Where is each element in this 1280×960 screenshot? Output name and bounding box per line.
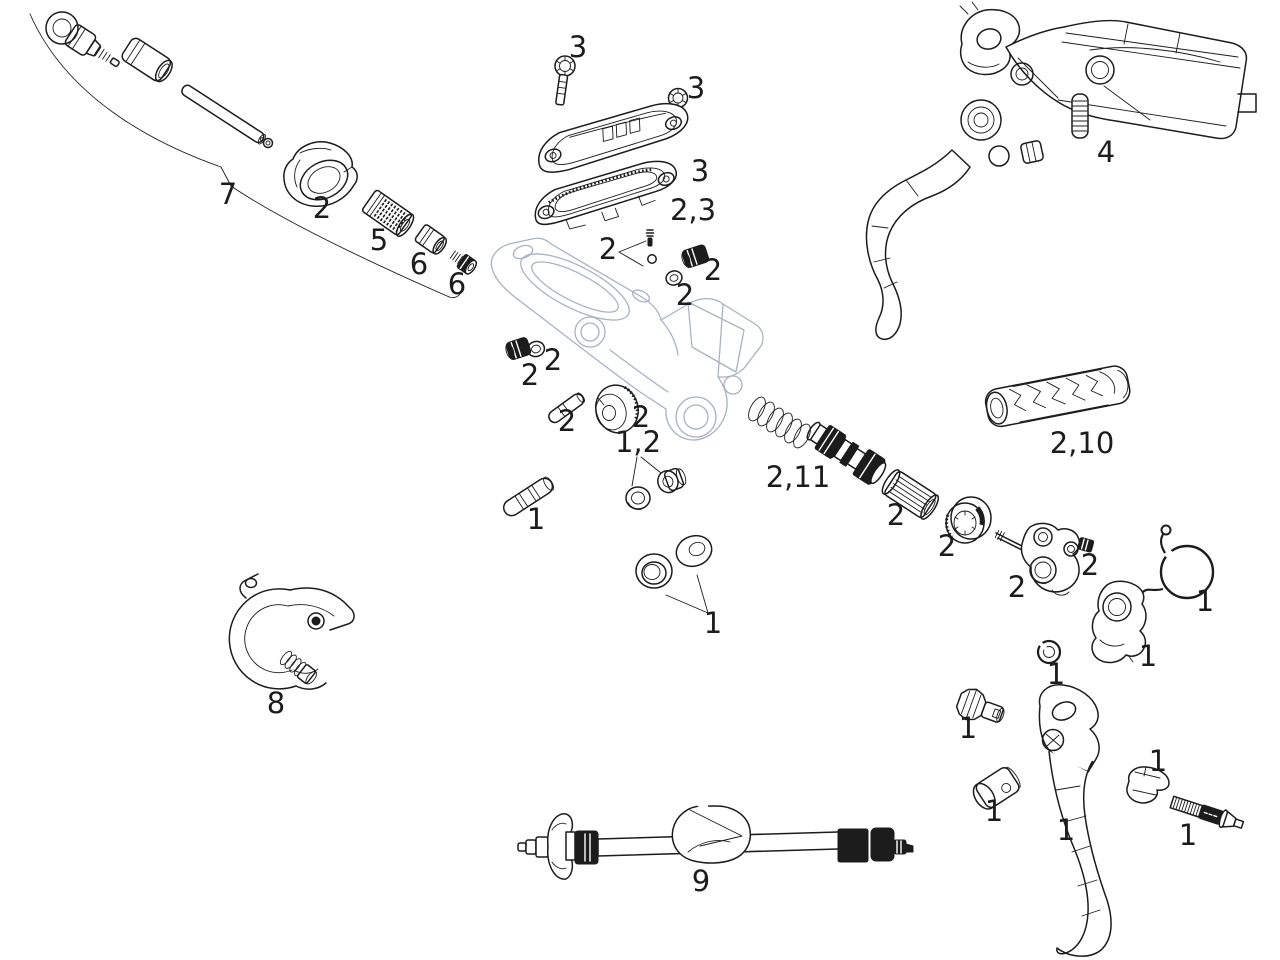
- lever-blade: [1038, 684, 1112, 957]
- callout-retaining-ring: 1: [1047, 657, 1065, 691]
- callout-nut: 6: [410, 247, 428, 281]
- banjo-fitting: [45, 11, 120, 67]
- lever-body-ghost: [490, 237, 764, 441]
- callout-labels: 3 3 3 2,3 2 2 2 7 2 5 6 6 4 2 2 2 2 1,2 …: [219, 30, 1214, 898]
- pivot-pin-small: [548, 392, 586, 424]
- detent-ball: [647, 254, 657, 264]
- adjuster-nut: [414, 224, 447, 255]
- callout-plug-washer: 2: [544, 343, 562, 377]
- callout-pin-small: 2: [558, 404, 576, 438]
- callout-cover: 3: [691, 154, 709, 188]
- pivot-bushing-b: [657, 467, 687, 494]
- return-spring: [748, 396, 811, 449]
- callout-handlebar-clamp: 8: [267, 686, 285, 720]
- hinge-clamp-piece: [1126, 766, 1170, 804]
- callout-splined-sleeve: 2: [887, 498, 905, 532]
- callout-plug-right: 2: [704, 253, 722, 287]
- callout-blade: 1: [1057, 813, 1075, 847]
- reach-adjust-knob: [955, 688, 1005, 723]
- clamp-screw-small: [449, 250, 478, 275]
- callout-spring-piston: 2,11: [766, 460, 831, 494]
- lever-assembly-complete: [865, 1, 1257, 341]
- hydraulic-hose: [517, 800, 914, 880]
- callout-pivot-pin: 1: [527, 502, 545, 536]
- retaining-ring: [1036, 639, 1062, 665]
- hose-tube: [181, 84, 266, 145]
- cover-screw-left: [554, 55, 576, 106]
- clamp-bolt: [1169, 795, 1245, 829]
- flanged-bushing: [635, 553, 673, 589]
- callout-barrel-adjuster: 5: [370, 223, 388, 257]
- splined-sleeve: [881, 469, 940, 520]
- barrel-adjuster: [361, 189, 415, 238]
- cam-plate: [1091, 580, 1147, 664]
- reservoir-cover: [538, 102, 689, 173]
- plug-washer: [526, 340, 546, 358]
- yoke-set-screw: [1077, 537, 1095, 553]
- port-o-ring: [665, 270, 683, 286]
- pushrod-yoke: [994, 522, 1081, 596]
- callout-hinge-piece: 1: [1149, 744, 1167, 778]
- callout-bushings: 1,2: [615, 425, 661, 459]
- lever-pivot-pin: [502, 476, 555, 517]
- pivot-hood: [283, 141, 358, 207]
- hose-boot-sleeve: [121, 37, 173, 83]
- handlebar-clamp: [228, 573, 355, 690]
- contact-adjust-cam: [595, 384, 639, 434]
- compensator-plug: [681, 244, 710, 269]
- pivot-bushing-a: [625, 486, 651, 510]
- callout-yoke: 2: [1008, 570, 1026, 604]
- callout-knob: 1: [959, 711, 977, 745]
- callout-spring-clip: 1: [1196, 584, 1214, 618]
- callout-end-cap: 2: [938, 529, 956, 563]
- callout-clamp-bolt: 1: [1179, 818, 1197, 852]
- callout-hood: 2: [313, 191, 331, 225]
- barrel-spacer: [972, 766, 1021, 810]
- leader-lines: [29, 13, 709, 614]
- callout-bladder: 2,3: [670, 193, 716, 227]
- bleed-grub-screw: [645, 229, 655, 247]
- callout-hose-kit: 7: [219, 177, 237, 211]
- callout-cam-gear: 2: [632, 400, 650, 434]
- hose-olive-ring: [262, 137, 274, 149]
- flat-washer: [675, 534, 713, 568]
- knurled-end-cap: [945, 496, 992, 544]
- callout-screw-right: 3: [687, 71, 705, 105]
- callout-cam-plate: 1: [1139, 639, 1157, 673]
- callout-set-screw: 2: [1081, 548, 1099, 582]
- callout-screw-small: 6: [448, 267, 466, 301]
- callout-grub-screw: 2: [599, 232, 617, 266]
- callout-body-plug: 2: [521, 358, 539, 392]
- reservoir-bladder: [534, 160, 678, 230]
- callout-oring: 2: [676, 278, 694, 312]
- callout-cartridge: 2,10: [1050, 426, 1115, 460]
- callout-hose: 9: [692, 864, 710, 898]
- cartridge-sleeve: [984, 365, 1131, 428]
- callout-screw-top: 3: [569, 30, 587, 64]
- callout-assembly: 4: [1097, 135, 1115, 169]
- master-piston: [806, 421, 887, 485]
- callout-spacer: 1: [985, 794, 1003, 828]
- callout-washers: 1: [704, 606, 722, 640]
